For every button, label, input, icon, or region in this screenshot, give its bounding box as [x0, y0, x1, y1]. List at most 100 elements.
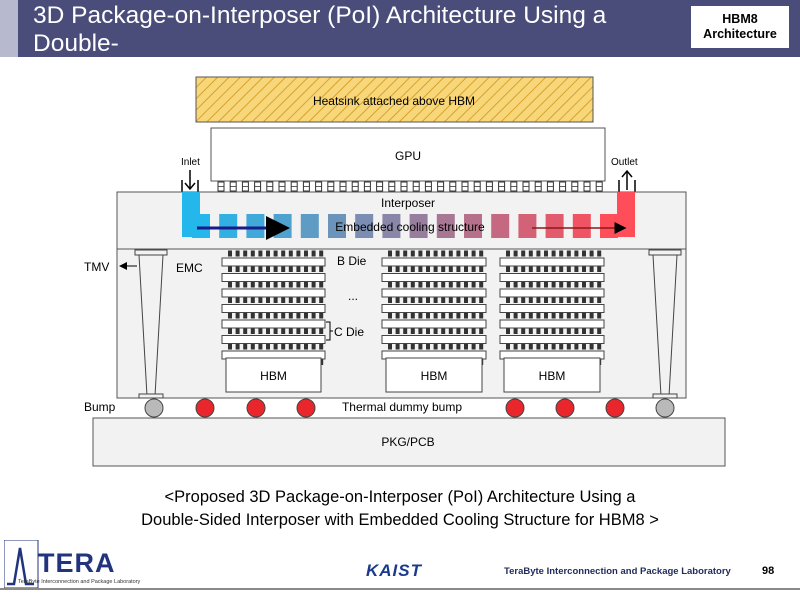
tsv-bump [304, 297, 308, 303]
c-die [221, 288, 326, 298]
interposer [116, 191, 687, 250]
pkg-pcb [92, 417, 726, 467]
tsv-bump [506, 282, 510, 288]
tsv-bump [304, 266, 308, 272]
tsv-bump [266, 328, 270, 334]
tsv-bump [258, 313, 263, 319]
tsv-bump [566, 344, 571, 350]
title-line-1: 3D Package-on-Interposer (PoI) Architect… [33, 2, 607, 57]
tsv-bump [235, 328, 240, 334]
tsv-bump [513, 344, 518, 350]
tsv-bump [448, 250, 453, 257]
cooling-channel-cell [572, 214, 591, 238]
interposer-label: Interposer [381, 196, 435, 210]
tsv-bump [304, 313, 308, 319]
tsv-bump [521, 297, 526, 303]
tsv-bump [471, 297, 476, 303]
tsv-bump [395, 344, 400, 350]
tsv-bump [258, 328, 263, 334]
tsv-bump [528, 313, 533, 319]
tsv-bump [559, 282, 564, 288]
tsv-bump [536, 297, 541, 303]
tsv-bump [566, 282, 571, 288]
caption-line-2: Double-Sided Interposer with Embedded Co… [141, 511, 659, 529]
tsv-bump [228, 282, 232, 288]
tsv-bump [311, 297, 316, 303]
c-die [381, 319, 487, 329]
cooling-channel-cell [491, 214, 510, 238]
tsv-bump [403, 344, 408, 350]
tsv-bump [243, 266, 248, 272]
tsv-bump [273, 297, 278, 303]
tsv-bump [513, 313, 518, 319]
tsv-bump [566, 250, 571, 257]
tsv-bump [574, 266, 579, 272]
hbm-base-die [225, 357, 322, 393]
tsv-bump [536, 313, 541, 319]
tsv-bump [456, 328, 461, 334]
tsv-bump [574, 344, 579, 350]
outlet-channel [617, 192, 635, 237]
tsv-bump [544, 282, 548, 288]
tsv-bump [228, 250, 232, 257]
tsv-bump [448, 313, 453, 319]
hbm-label: HBM [260, 369, 287, 383]
tsv-bump [258, 250, 263, 257]
tsv-bump [441, 266, 446, 272]
tsv-bump [304, 328, 308, 334]
tsv-bump [513, 266, 518, 272]
tsv-bump [506, 250, 510, 257]
tsv-bump [395, 266, 400, 272]
tsv-bump [433, 282, 438, 288]
tsv-bump [403, 250, 408, 257]
cooling-channel-cell [436, 214, 455, 238]
tsv-bump [528, 297, 533, 303]
tsv-bump [506, 313, 510, 319]
tsv-bump [319, 250, 324, 257]
tsv-bump [441, 297, 446, 303]
tsv-bump [395, 250, 400, 257]
tsv-bump [597, 250, 602, 257]
tsv-bump [471, 250, 476, 257]
tsv-bump [479, 250, 484, 257]
tsv-bump [288, 344, 293, 350]
cooling-channel-cell [300, 214, 319, 238]
tsv-bump [243, 282, 248, 288]
tsv-bump [589, 344, 594, 350]
tsv-bump [506, 297, 510, 303]
tsv-bump [521, 250, 526, 257]
tsv-bump [311, 344, 316, 350]
ellipsis-label: ... [348, 289, 358, 303]
tsv-bump [281, 313, 286, 319]
tsv-bump [418, 344, 423, 350]
tsv-bump [273, 328, 278, 334]
tsv-bump [266, 266, 270, 272]
tsv-bump [574, 250, 579, 257]
tsv-bump [296, 313, 301, 319]
tsv-bump [574, 313, 579, 319]
tsv-bump [288, 250, 293, 257]
tsv-bump [589, 250, 594, 257]
outlet-label: Outlet [611, 157, 638, 168]
tsv-bump [395, 282, 400, 288]
tsv-bump [479, 266, 484, 272]
cooling-channel-cell [219, 214, 238, 238]
tsv-bump [456, 297, 461, 303]
signal-bump [144, 398, 164, 418]
tsv-bump [243, 250, 248, 257]
tsv-bump [471, 328, 476, 334]
heatsink-label: Heatsink attached above HBM [313, 94, 475, 108]
tsv-bump [395, 313, 400, 319]
tsv-bump [426, 297, 430, 303]
tsv-bump [582, 297, 586, 303]
c-die [499, 273, 605, 282]
cdie-label: C Die [334, 325, 364, 339]
tsv-bump [479, 344, 484, 350]
tsv-bump [426, 266, 430, 272]
tsv-bump [544, 344, 548, 350]
tsv-bump [551, 250, 556, 257]
tsv-bump [418, 266, 423, 272]
tsv-bump [536, 328, 541, 334]
tsv-bump [426, 344, 430, 350]
tsv-bump [464, 250, 468, 257]
